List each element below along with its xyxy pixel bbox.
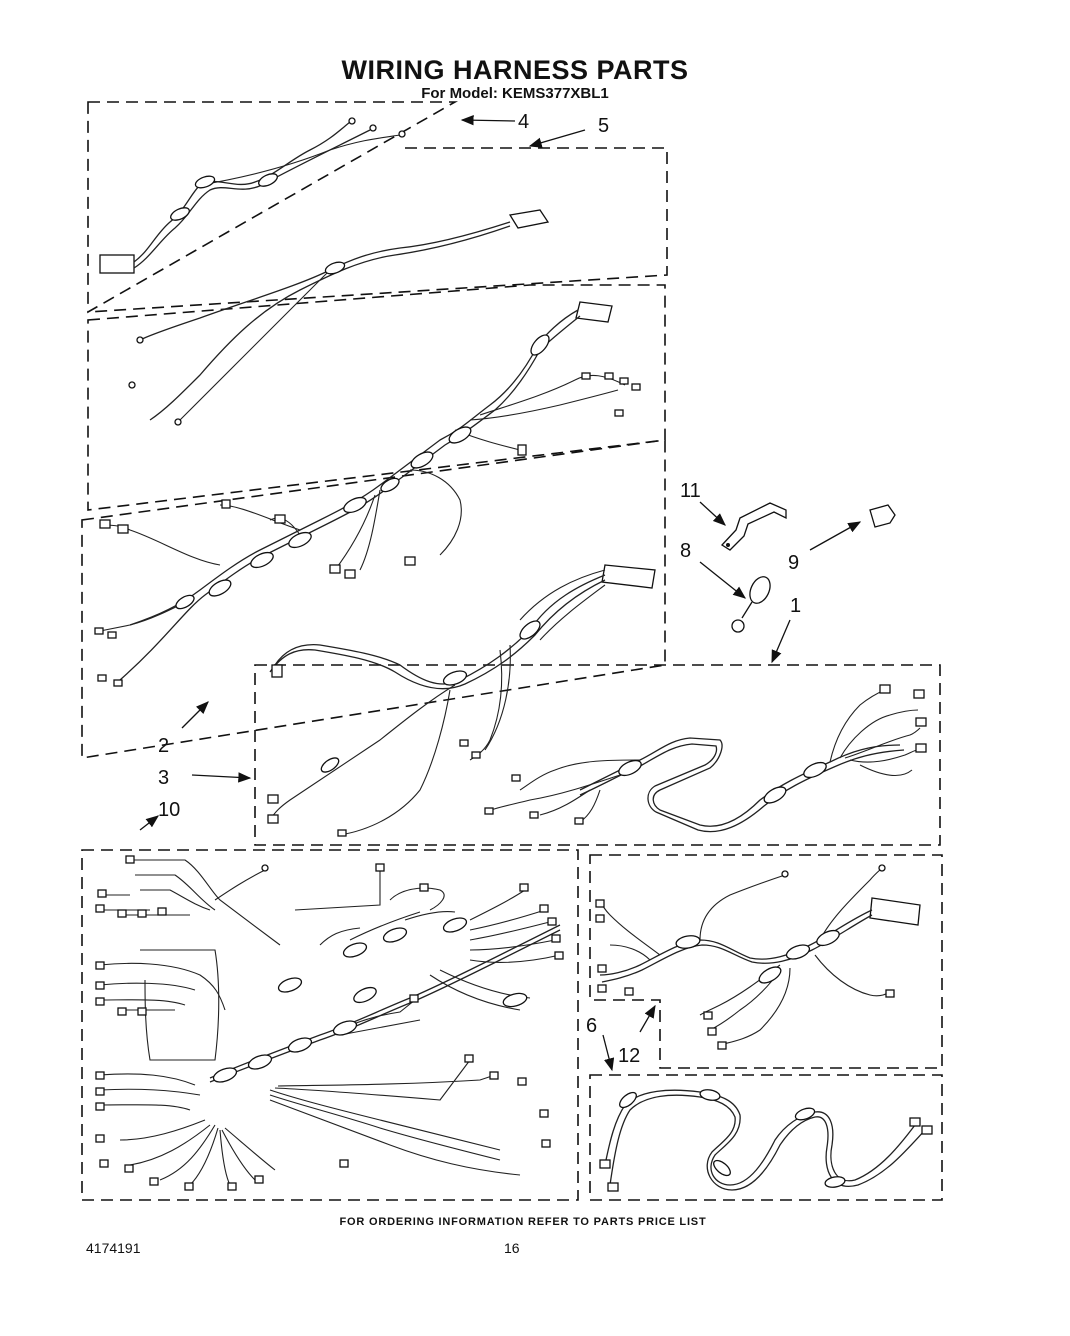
harness-part-12 — [595, 864, 921, 1050]
harness-part-5 — [128, 209, 550, 426]
callout-arrows — [139, 115, 862, 1072]
harness-part-6 — [599, 1089, 933, 1192]
box-part-5 — [87, 147, 668, 313]
page-number: 16 — [504, 1240, 520, 1256]
ordering-note: FOR ORDERING INFORMATION REFER TO PARTS … — [339, 1216, 707, 1228]
harness-part-1 — [484, 684, 927, 833]
connector-part-9 — [869, 504, 896, 528]
callout-11: 11 — [680, 480, 701, 502]
page-title: WIRING HARNESS PARTS — [341, 55, 689, 85]
callout-5: 5 — [598, 115, 609, 137]
box-part-4 — [87, 101, 459, 314]
box-part-3 — [254, 664, 941, 846]
document-number: 4174191 — [86, 1240, 141, 1256]
harness-part-3 — [267, 564, 656, 837]
model-subtitle: For Model: KEMS377XBL1 — [421, 85, 609, 102]
harness-part-4 — [99, 117, 406, 274]
box-part-10 — [81, 849, 579, 1201]
bracket-part-11 — [720, 502, 787, 551]
callout-10: 10 — [158, 799, 180, 821]
box-part-2 — [87, 284, 666, 511]
callout-4: 4 — [518, 111, 529, 133]
box-part-12 — [589, 854, 943, 1069]
box-part-6 — [589, 1074, 943, 1201]
callout-2: 2 — [158, 735, 169, 757]
callout-9: 9 — [788, 552, 799, 574]
harness-part-2 — [94, 301, 641, 687]
callout-12: 12 — [618, 1045, 640, 1067]
ring-terminal-part-8 — [731, 576, 771, 633]
box-part-3-outer — [81, 439, 666, 759]
callout-1: 1 — [790, 595, 801, 617]
callout-8: 8 — [680, 540, 691, 562]
callout-3: 3 — [158, 767, 169, 789]
harness-part-10 — [95, 855, 564, 1191]
callout-6: 6 — [586, 1015, 597, 1037]
